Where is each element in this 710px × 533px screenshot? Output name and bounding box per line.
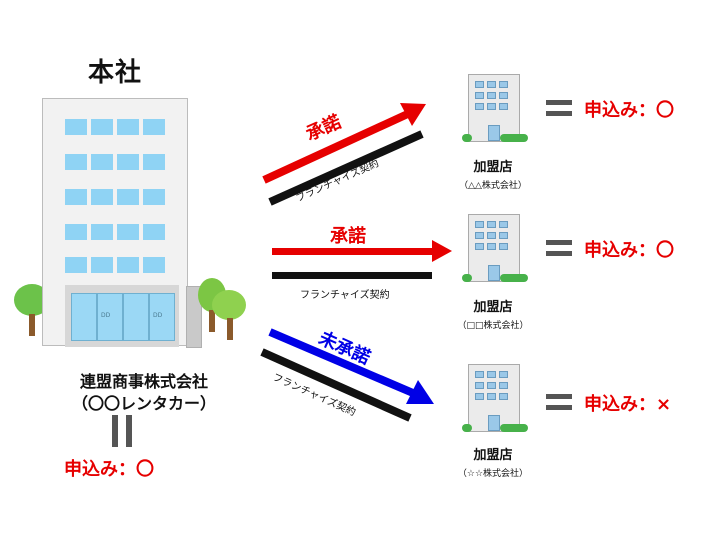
arrow-approved-2 xyxy=(272,240,452,262)
equals-sign-1 xyxy=(546,100,572,118)
franchisee-status-1: 申込み：〇 xyxy=(584,100,674,121)
franchisee-company-2: （□□株式会社） xyxy=(457,321,529,331)
arrow-approved-1 xyxy=(262,103,426,184)
franchisee-company-3: （☆☆株式会社） xyxy=(457,469,529,479)
hq-company-alias: （〇〇レンタカー） xyxy=(71,394,216,413)
contract-bar-3 xyxy=(260,348,412,422)
franchisee-building-3 xyxy=(468,364,520,432)
hq-status: 申込み：〇 xyxy=(64,459,154,480)
tree-right-2 xyxy=(210,290,250,340)
hq-title: 本社 xyxy=(88,58,143,88)
lobby-door-mark: DD xyxy=(101,312,111,319)
franchisee-status-2: 申込み：〇 xyxy=(584,240,674,261)
franchisee-company-1: （△△株式会社） xyxy=(459,181,527,191)
equals-sign-3 xyxy=(546,394,572,412)
franchisee-label-2: 加盟店 xyxy=(473,300,513,315)
approval-label-2: 承諾 xyxy=(330,226,366,247)
lobby-door-mark: DD xyxy=(153,312,163,319)
contract-bar-1 xyxy=(268,130,424,206)
franchisee-label-1: 加盟店 xyxy=(473,160,513,175)
hq-equals-sign xyxy=(112,415,134,447)
contract-bar-2 xyxy=(272,272,432,279)
hq-building: DD DD xyxy=(42,98,188,347)
contract-label-2: フランチャイズ契約 xyxy=(300,290,390,301)
franchisee-status-3: 申込み：× xyxy=(584,394,672,415)
franchisee-building-1 xyxy=(468,74,520,142)
equals-sign-2 xyxy=(546,240,572,258)
franchisee-label-3: 加盟店 xyxy=(473,448,513,463)
hq-company-name: 連盟商事株式会社 xyxy=(79,372,208,391)
franchisee-building-2 xyxy=(468,214,520,282)
hq-side-annex xyxy=(186,286,202,348)
hq-lobby: DD DD xyxy=(65,285,179,347)
arrow-unapproved-3 xyxy=(268,328,434,404)
